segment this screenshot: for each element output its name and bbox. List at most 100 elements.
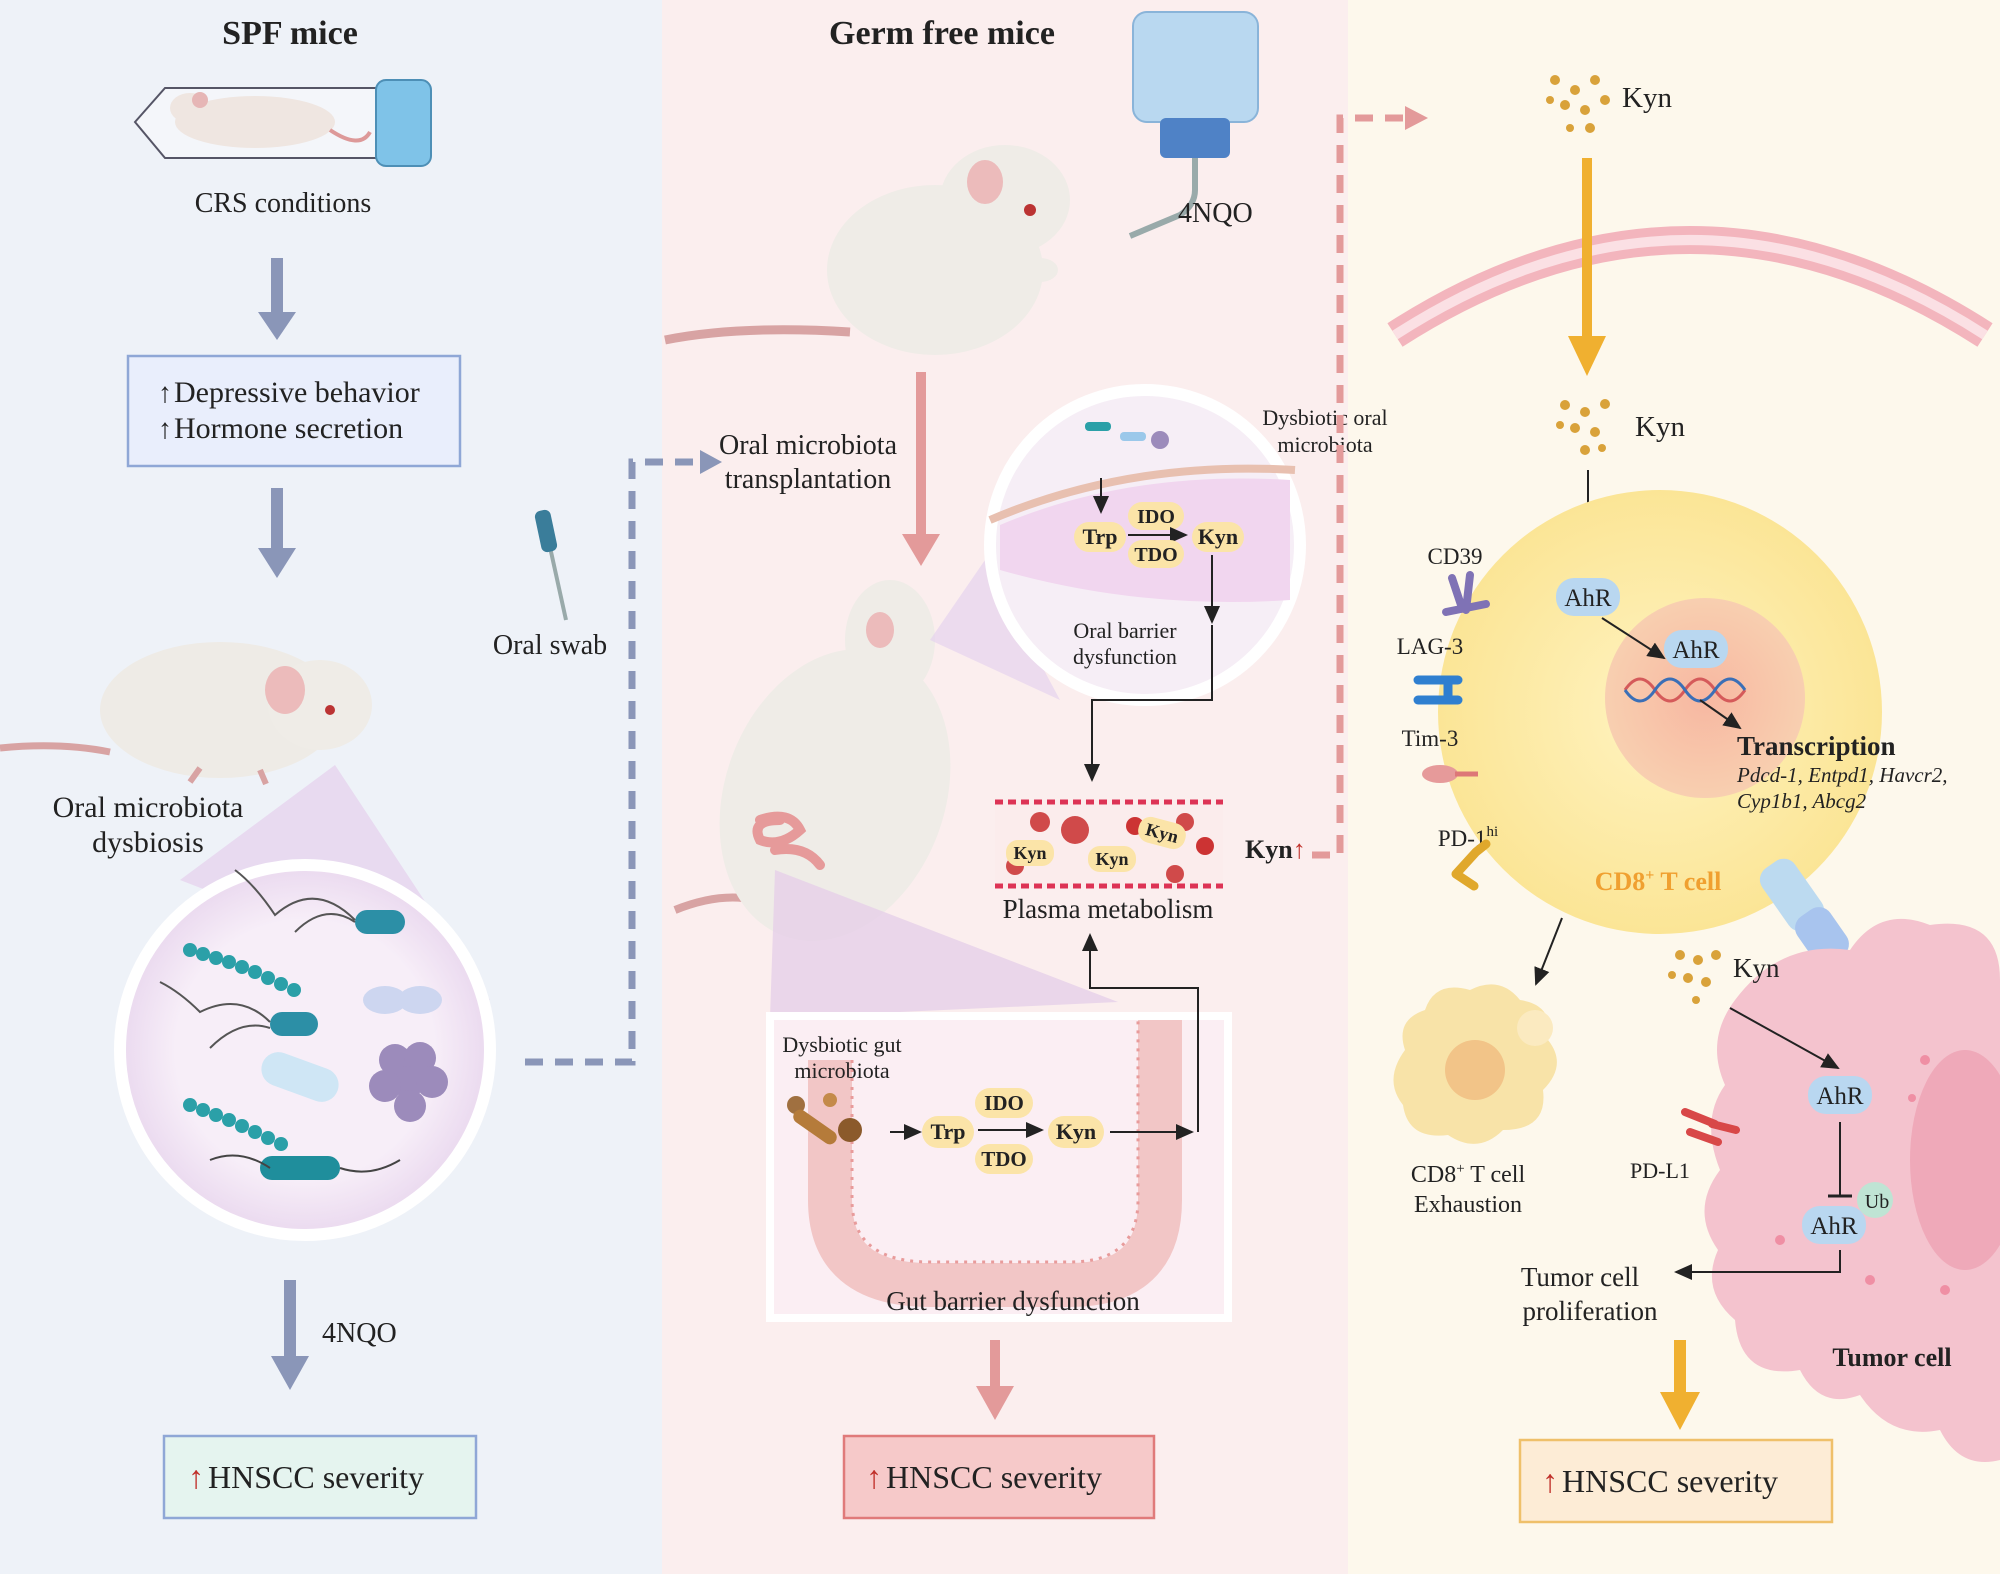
svg-text:AhR: AhR: [1810, 1213, 1858, 1240]
svg-text:Trp: Trp: [1082, 524, 1117, 549]
kyn-dots-icon: [1556, 399, 1610, 455]
exhausted-t-cell-illustration: [1393, 984, 1557, 1144]
tumor-cell: [1704, 918, 2000, 1462]
svg-text:IDO: IDO: [984, 1091, 1024, 1115]
svg-text:TDO: TDO: [1134, 544, 1177, 566]
svg-text:Kyn: Kyn: [1013, 843, 1046, 863]
svg-text:↑HNSCC severity: ↑HNSCC severity: [1542, 1463, 1778, 1499]
up-arrow-icon: ↑: [1293, 835, 1306, 864]
tumor-cell-label: Tumor cell: [1832, 1343, 1951, 1372]
transplantation-label-1: Oral microbiota: [719, 430, 898, 461]
spf-4nqo-label: 4NQO: [322, 1318, 397, 1349]
svg-text:AhR: AhR: [1672, 637, 1720, 664]
ahr-nucleus: AhR: [1664, 630, 1728, 668]
plasma-kyn-tag: Kyn: [1088, 846, 1136, 872]
up-arrow-icon: ↑: [158, 378, 172, 409]
ahr-cytoplasm: AhR: [1556, 578, 1620, 616]
svg-text:Kyn: Kyn: [1095, 849, 1128, 869]
stress-effects-box: [126, 354, 462, 468]
oral-swab-illustration: [534, 509, 568, 621]
kyn-extracellular-label: Kyn: [1622, 82, 1672, 114]
plasma-kyn-label: Kyn: [1245, 835, 1293, 864]
proliferation-label-2: proliferation: [1523, 1296, 1658, 1326]
ahr-tumor: AhR: [1808, 1076, 1872, 1114]
ahr-ubiquitinated: AhR: [1802, 1206, 1866, 1244]
spf-outcome-label: HNSCC severity: [208, 1459, 424, 1495]
svg-text:↑Depressive behavior: ↑Depressive behavior: [158, 376, 420, 409]
pdl1-label: PD-L1: [1630, 1158, 1690, 1183]
plasma-metabolism-label: Plasma metabolism: [1003, 894, 1214, 924]
plasma-kyn-tag: Kyn: [1138, 816, 1186, 850]
crs-conditions-label: CRS conditions: [195, 188, 372, 219]
oral-ido-pill: IDO: [1128, 502, 1184, 530]
proliferation-connector: [1674, 1250, 1841, 1280]
tim3-label: Tim-3: [1402, 726, 1459, 751]
dysbiosis-label-2: dysbiosis: [92, 826, 204, 859]
oral-microbiota-label-1: Dysbiotic oral: [1262, 405, 1387, 430]
restraint-tube-illustration: [133, 79, 432, 167]
gut-to-plasma-connector: [1082, 933, 1199, 1132]
mech-outcome-label: HNSCC severity: [1562, 1463, 1778, 1499]
gf-title: Germ free mice: [829, 15, 1055, 52]
oral-barrier-label-1: Oral barrier: [1073, 618, 1177, 643]
oral-trp-pill: Trp: [1074, 522, 1126, 552]
svg-text:TDO: TDO: [981, 1147, 1027, 1171]
standing-mouse-illustration: [673, 580, 951, 941]
kyn-intracellular-label: Kyn: [1635, 411, 1685, 443]
transcription-label: Transcription: [1737, 731, 1896, 761]
svg-text:IDO: IDO: [1137, 506, 1175, 528]
oral-zoom-cone: [930, 560, 1060, 700]
gf-4nqo-label: 4NQO: [1178, 198, 1253, 229]
oral-swab-label: Oral swab: [493, 630, 607, 661]
kyn-dots-icon: [1546, 75, 1610, 133]
svg-text:Trp: Trp: [930, 1119, 965, 1144]
gut-trp-pill: Trp: [922, 1116, 974, 1148]
svg-text:↑Hormone secretion: ↑Hormone secretion: [158, 412, 403, 445]
spf-mouse-illustration: [0, 642, 372, 786]
up-arrow-icon: ↑: [1542, 1463, 1558, 1499]
kyn-dots-icon: [1668, 950, 1721, 1004]
plasma-kyn-tag: Kyn: [1006, 840, 1054, 866]
target-genes-line-1: Pdcd-1, Entpd1, Havcr2,: [1736, 763, 1948, 787]
hormone-secretion-label: Hormone secretion: [174, 412, 403, 445]
gf-outcome-box: [842, 1434, 1156, 1520]
oral-microbiota-label-2: microbiota: [1277, 432, 1373, 457]
depressive-behavior-label: Depressive behavior: [174, 376, 420, 409]
gut-ido-pill: IDO: [975, 1088, 1033, 1118]
kyn-tumor-label: Kyn: [1733, 953, 1780, 983]
bacteria-illustration: [159, 869, 448, 1180]
water-bottle-illustration: [1128, 11, 1259, 239]
spf-title: SPF mice: [222, 15, 358, 52]
gf-to-mech-connector: [1312, 114, 1405, 859]
gut-microbiota-icons: [787, 1093, 862, 1145]
ubiquitin-tag: Ub: [1857, 1182, 1893, 1218]
svg-text:AhR: AhR: [1816, 1083, 1864, 1110]
gf-outcome-label: HNSCC severity: [886, 1459, 1102, 1495]
dna-icon: [1623, 677, 1747, 703]
svg-text:↑HNSCC severity: ↑HNSCC severity: [188, 1459, 424, 1495]
dysbiosis-label-1: Oral microbiota: [53, 791, 244, 824]
spf-outcome-box: [162, 1434, 478, 1520]
spf-to-gf-connector: [525, 458, 700, 1066]
svg-text:Kyn: Kyn: [1198, 524, 1238, 549]
oral-to-plasma-connector: [1084, 625, 1213, 782]
proliferation-label-1: Tumor cell: [1521, 1262, 1639, 1292]
gut-barrier-label: Gut barrier dysfunction: [886, 1286, 1140, 1316]
oral-tdo-pill: TDO: [1128, 540, 1184, 568]
pd1-receptor-icon: [1451, 839, 1491, 891]
cd8-t-cell-label: CD8+ T cell: [1595, 867, 1722, 896]
svg-text:↑HNSCC severity: ↑HNSCC severity: [866, 1459, 1102, 1495]
gut-microbiota-label-2: microbiota: [794, 1058, 890, 1083]
up-arrow-icon: ↑: [866, 1459, 882, 1495]
svg-text:Ub: Ub: [1865, 1191, 1889, 1213]
transplantation-label-2: transplantation: [725, 464, 891, 495]
pdl1-receptor-icon: [1681, 1108, 1740, 1146]
svg-text:Kyn↑: Kyn↑: [1245, 835, 1306, 864]
gut-kyn-pill: Kyn: [1048, 1116, 1104, 1148]
lag3-receptor-icon: [1413, 675, 1463, 705]
cd39-receptor-icon: [1442, 571, 1490, 616]
lag3-label: LAG-3: [1397, 634, 1463, 659]
mech-outcome-box: [1518, 1438, 1834, 1524]
